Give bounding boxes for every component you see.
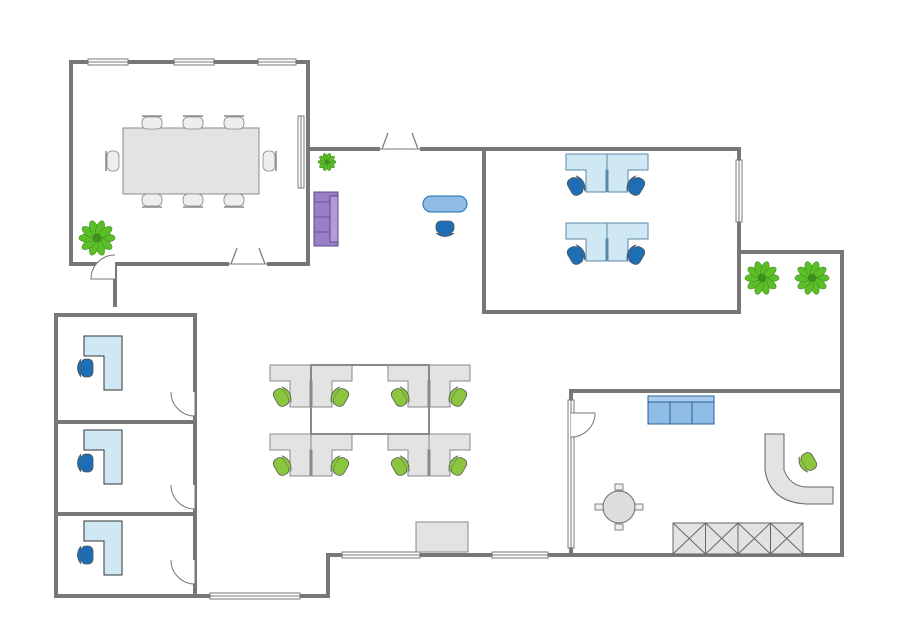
chair-open-2-b [448,386,468,407]
chair-open-1-a [272,386,292,407]
chair-office-1 [77,358,94,378]
plant-corner-1 [744,261,780,295]
round-table-reception [594,483,644,531]
sofa-reception [647,395,715,425]
chair-office-2 [77,453,94,473]
window-bottom-1 [209,592,301,600]
door-lobby-west [90,254,116,280]
window-conf-3 [257,58,297,66]
door-office-1 [170,391,196,417]
chair-office-3 [77,545,94,565]
window-conf-2 [173,58,215,66]
sofa-lobby [313,191,339,247]
chair-open-2-a [390,386,410,407]
window-bottom-2 [341,551,421,559]
plant-conference [78,220,116,256]
wall-bottom [193,553,573,598]
storage-unit-3 [737,522,771,555]
wall-team-room [482,149,741,314]
window-conf-glass [297,115,305,189]
wall-right-outer [569,250,844,557]
chair-open-1-b [330,386,350,407]
desk-office-1 [83,335,123,391]
wall-offices [54,313,197,598]
chair-open-4-a [390,455,410,476]
wall-conference [69,60,310,266]
chair-open-3-a [272,455,292,476]
window-team-room [735,159,743,223]
door-reception [570,412,596,438]
workstation-team-1 [565,153,649,193]
conference-chair-bottom-1 [182,193,204,208]
double-door-lobby [380,132,420,151]
chair-open-3-b [330,455,350,476]
conference-chair-top-1 [182,115,204,130]
reception-desk [764,433,834,505]
chair-team-2 [626,175,646,196]
printer-cabinet [415,521,469,553]
plant-corner-2 [794,261,830,295]
chair-lobby [435,220,455,237]
door-office-3 [170,559,196,585]
windows-and-doors [87,58,743,600]
conference-chair-bottom-2 [223,193,245,208]
window-bottom-3 [491,551,549,559]
conference-chair-right [262,150,277,172]
chair-reception [798,452,818,473]
desk-office-3 [83,520,123,576]
storage-unit-1 [672,522,706,555]
workstation-team-2 [565,222,649,262]
conference-chair-left [105,150,120,172]
chair-team-1 [566,175,586,196]
desk-office-2 [83,429,123,485]
conference-table [122,127,260,195]
double-door-conference [229,247,267,266]
conference-chair-top-0 [141,115,163,130]
walls [54,60,844,598]
storage-unit-2 [705,522,739,555]
table-lobby [422,195,468,213]
window-conf-1 [87,58,129,66]
plant-lobby [317,153,337,171]
furniture [77,115,834,576]
door-office-2 [170,484,196,510]
storage-unit-4 [770,522,804,555]
chair-open-4-b [448,455,468,476]
conference-chair-bottom-0 [141,193,163,208]
chair-team-4 [626,244,646,265]
conference-chair-top-2 [223,115,245,130]
chair-team-3 [566,244,586,265]
